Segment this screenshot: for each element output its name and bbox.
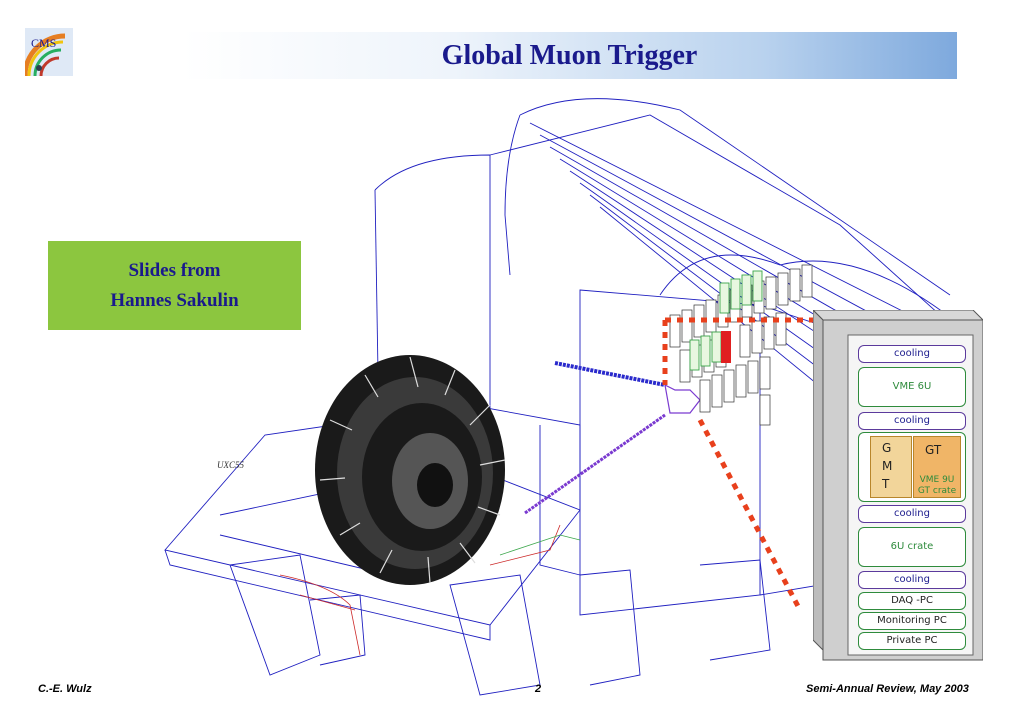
title-bar: Global Muon Trigger [182, 32, 957, 79]
cavern-label: UXC55 [217, 460, 244, 470]
cms-logo: CMS [25, 28, 73, 76]
footer-page-number: 2 [535, 683, 542, 695]
gt-card [913, 436, 961, 498]
footer-event: Semi-Annual Review, May 2003 [806, 683, 969, 695]
vme-6u-slot: VME 6U [858, 367, 966, 407]
gt-label: GT [925, 443, 942, 457]
footer-author: C.-E. Wulz [38, 683, 92, 695]
slide-title: Global Muon Trigger [441, 40, 698, 71]
gmt-rack-highlight [721, 331, 731, 363]
gmt-letter-t: T [882, 477, 890, 491]
monitoring-pc-slot: Monitoring PC [858, 612, 966, 630]
crate-6u-slot: 6U crate [858, 527, 966, 567]
credits-line-2: Hannes Sakulin [110, 289, 239, 311]
cavern-drawing [164, 98, 961, 696]
cooling-slot-2: cooling [858, 412, 966, 430]
endcap-disk [315, 355, 506, 585]
gt-crate-label: GT crate [917, 486, 957, 496]
cooling-slot-1: cooling [858, 345, 966, 363]
private-pc-slot: Private PC [858, 632, 966, 650]
gmt-letter-m: M [882, 459, 893, 473]
daq-pc-slot: DAQ -PC [858, 592, 966, 610]
logo-text: CMS [31, 36, 56, 50]
gmt-letter-g: G [882, 441, 892, 455]
cooling-slot-4: cooling [858, 571, 966, 589]
credits-line-1: Slides from [128, 259, 221, 281]
vme-9u-label: VME 9U [919, 475, 955, 485]
cooling-slot-3: cooling [858, 505, 966, 523]
credits-box: Slides from Hannes Sakulin [48, 241, 301, 330]
gmt-card [870, 436, 912, 498]
